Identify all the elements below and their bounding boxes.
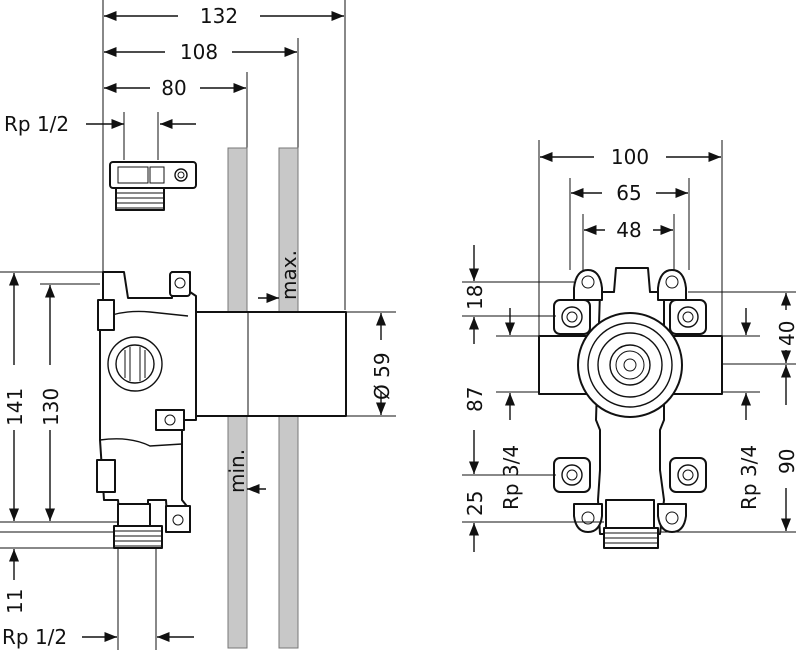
dim-130: 130 — [39, 388, 63, 426]
dim-100: 100 — [611, 145, 649, 169]
label-max: max. — [277, 250, 301, 300]
side-view: 132 108 80 Rp 1/2 — [0, 0, 396, 650]
thread-size-top: Rp 1/2 — [4, 112, 69, 136]
dim-25: 25 — [463, 491, 487, 516]
valve-body-side — [96, 271, 347, 549]
thread-size-bottom: Rp 1/2 — [2, 625, 67, 649]
thread-size-right: Rp 3/4 — [737, 445, 761, 510]
dim-11: 11 — [3, 589, 27, 614]
dim-40: 40 — [775, 321, 799, 346]
dim-65: 65 — [616, 181, 641, 205]
dim-108: 108 — [180, 40, 218, 64]
valve-body-front — [538, 267, 723, 549]
dim-diameter-59: Ø 59 — [370, 352, 394, 400]
front-view: 100 65 48 — [462, 140, 799, 552]
dim-90: 90 — [775, 449, 799, 474]
dim-18: 18 — [463, 285, 487, 310]
dim-48: 48 — [616, 218, 641, 242]
dim-132: 132 — [200, 4, 238, 28]
dim-80: 80 — [161, 76, 186, 100]
label-min: min. — [225, 449, 249, 493]
thread-size-left: Rp 3/4 — [499, 445, 523, 510]
stop-valve-part — [109, 161, 197, 211]
dim-141: 141 — [3, 388, 27, 426]
dim-87: 87 — [463, 387, 487, 412]
